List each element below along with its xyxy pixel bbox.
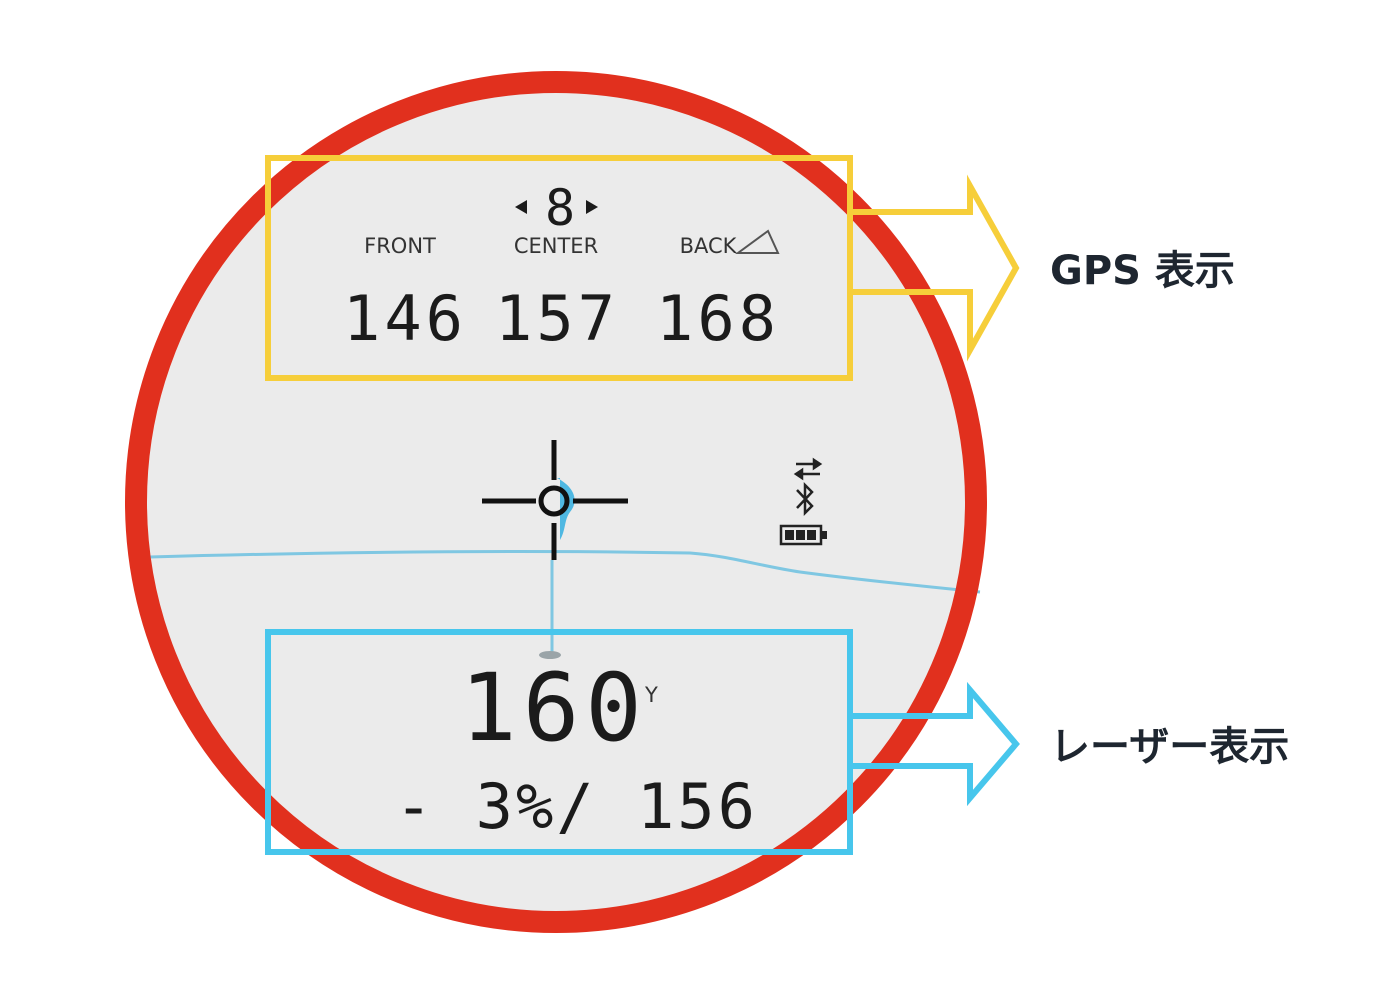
gps-front-value: 146 <box>343 282 467 355</box>
sync-icon <box>793 457 823 481</box>
crosshair-icon <box>482 440 628 659</box>
left-arrow-icon <box>515 200 527 214</box>
slope-icon <box>734 229 780 254</box>
lens-background <box>136 82 976 922</box>
laser-callout-arrow <box>850 681 1020 807</box>
hole-number: 8 <box>545 179 575 237</box>
gps-center-label: CENTER <box>514 234 598 258</box>
bluetooth-icon <box>796 481 814 517</box>
gps-callout-label: GPS 表示 <box>1050 248 1235 294</box>
gps-highlight-box <box>265 155 853 381</box>
battery-icon <box>779 524 827 546</box>
laser-highlight-box <box>265 629 853 855</box>
right-arrow-icon <box>586 200 598 214</box>
status-icons <box>779 457 827 546</box>
laser-distance: 160 <box>460 654 648 763</box>
gps-center-value: 157 <box>495 282 619 355</box>
gps-back-value: 168 <box>656 282 780 355</box>
lens-ring <box>125 71 987 933</box>
gps-section: 8 FRONT CENTER BACK 146 157 168 <box>265 155 853 381</box>
gps-front-label: FRONT <box>364 234 436 258</box>
horizon-line <box>149 550 981 594</box>
lens <box>125 71 987 933</box>
hole-cup <box>539 651 561 659</box>
laser-unit: Y <box>644 683 658 707</box>
laser-section: 160 Y - 3%/ 156 <box>265 629 853 855</box>
laser-callout-label: レーザー表示 <box>1050 724 1289 770</box>
gps-callout-arrow <box>850 174 1020 362</box>
gps-back-label: BACK <box>680 234 738 258</box>
laser-slope-line: - 3%/ 156 <box>395 770 758 843</box>
